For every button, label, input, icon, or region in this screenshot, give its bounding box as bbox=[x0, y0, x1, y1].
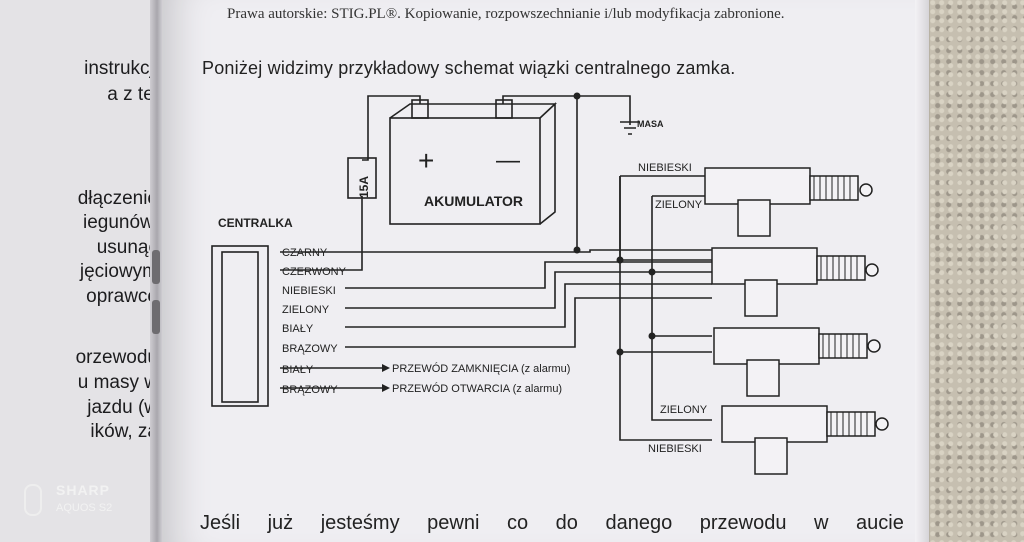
alarm-lock-label: PRZEWÓD ZAMKNIĘCIA (z alarmu) bbox=[392, 362, 570, 375]
left-page-line: instrukcji bbox=[84, 58, 158, 79]
fuse-wire-top bbox=[362, 95, 421, 161]
wire-label: ZIELONY bbox=[282, 304, 330, 316]
left-page: instrukcji a z tej dłączenie iegunów. us… bbox=[0, 0, 158, 542]
actuator-2 bbox=[711, 247, 879, 317]
left-page-line: a z tej bbox=[107, 84, 158, 105]
junction-dot bbox=[573, 246, 581, 254]
controller-label: CENTRALKA bbox=[218, 216, 293, 230]
fuse-box bbox=[347, 157, 377, 199]
actuator-1 bbox=[704, 167, 873, 237]
brazowy-wire bbox=[345, 297, 712, 348]
red-wire bbox=[280, 196, 363, 271]
alarm-unlock-label: PRZEWÓD OTWARCIA (z alarmu) bbox=[392, 382, 562, 395]
blue-bottom-label: NIEBIESKI bbox=[648, 443, 702, 455]
left-page-line: jazdu (w bbox=[87, 397, 158, 418]
niebieski-wire bbox=[345, 261, 712, 289]
actuator-4 bbox=[721, 405, 889, 475]
wire-label: BIAŁY bbox=[282, 323, 314, 335]
left-page-line: dłączenie bbox=[77, 188, 158, 209]
controller-box bbox=[211, 245, 269, 407]
blue-vertical bbox=[619, 176, 712, 441]
junction-dot bbox=[648, 332, 656, 340]
battery-box bbox=[389, 117, 541, 225]
black-wire bbox=[280, 249, 712, 253]
outro-text: Jeśli już jesteśmy pewni co do danego pr… bbox=[200, 512, 904, 534]
alarm-lock-arrowhead bbox=[382, 364, 390, 372]
green-top-label: ZIELONY bbox=[655, 199, 703, 211]
ground-line bbox=[620, 121, 640, 135]
watermark-brand: SHARP bbox=[56, 482, 111, 498]
blue-top-wire bbox=[619, 175, 705, 258]
alarm-unlock-arrowhead bbox=[382, 384, 390, 392]
left-page-line: u masy w bbox=[77, 372, 158, 393]
actuator-3 bbox=[713, 327, 881, 397]
wire-label: BRĄZOWY bbox=[282, 343, 338, 355]
battery-terminal-minus bbox=[495, 99, 513, 119]
camera-icon bbox=[24, 484, 42, 516]
battery-terminal-plus bbox=[411, 99, 429, 119]
bialy-wire bbox=[345, 283, 712, 328]
controller-inner bbox=[221, 251, 259, 403]
page-edge bbox=[915, 0, 929, 542]
left-page-line: usunąć bbox=[96, 237, 158, 258]
wire-label: CZARNY bbox=[282, 247, 328, 259]
fuse-label: 15A bbox=[357, 176, 371, 198]
left-page-line: iegunów. bbox=[82, 212, 158, 233]
green-vertical bbox=[651, 196, 712, 421]
junction-dot bbox=[648, 268, 656, 276]
wire-label: CZERWONY bbox=[282, 266, 347, 278]
copyright-header: Prawa autorskie: STIG.PL®. Kopiowanie, r… bbox=[227, 6, 785, 22]
blue-top-label: NIEBIESKI bbox=[638, 162, 692, 174]
ground-label: MASA bbox=[637, 119, 664, 129]
binding-clip bbox=[152, 300, 160, 334]
battery-minus-label: — bbox=[496, 147, 520, 174]
battery-plus-label: + bbox=[418, 145, 434, 176]
intro-text: Poniżej widzimy przykładowy schemat wiąz… bbox=[202, 58, 736, 78]
battery-label: AKUMULATOR bbox=[424, 193, 523, 209]
green-bottom-label: ZIELONY bbox=[660, 404, 708, 416]
junction-dot bbox=[616, 256, 624, 264]
wire-label: BIAŁY bbox=[282, 364, 314, 376]
binding-clip bbox=[152, 250, 160, 284]
junction-dot bbox=[573, 92, 581, 100]
junction-dot bbox=[616, 348, 624, 356]
carpet-background bbox=[930, 0, 1024, 542]
left-page-line: oprawce bbox=[86, 286, 158, 307]
zielony-wire bbox=[345, 271, 712, 309]
top-bus bbox=[502, 95, 631, 125]
watermark-model: AQUOS S2 bbox=[56, 502, 113, 514]
left-page-line: ików, za bbox=[90, 421, 158, 442]
wire-label: BRĄZOWY bbox=[282, 384, 338, 396]
left-page-line: orzewodu bbox=[75, 347, 158, 368]
left-page-line: jęciowym bbox=[79, 261, 158, 282]
wire-label: NIEBIESKI bbox=[282, 285, 336, 297]
